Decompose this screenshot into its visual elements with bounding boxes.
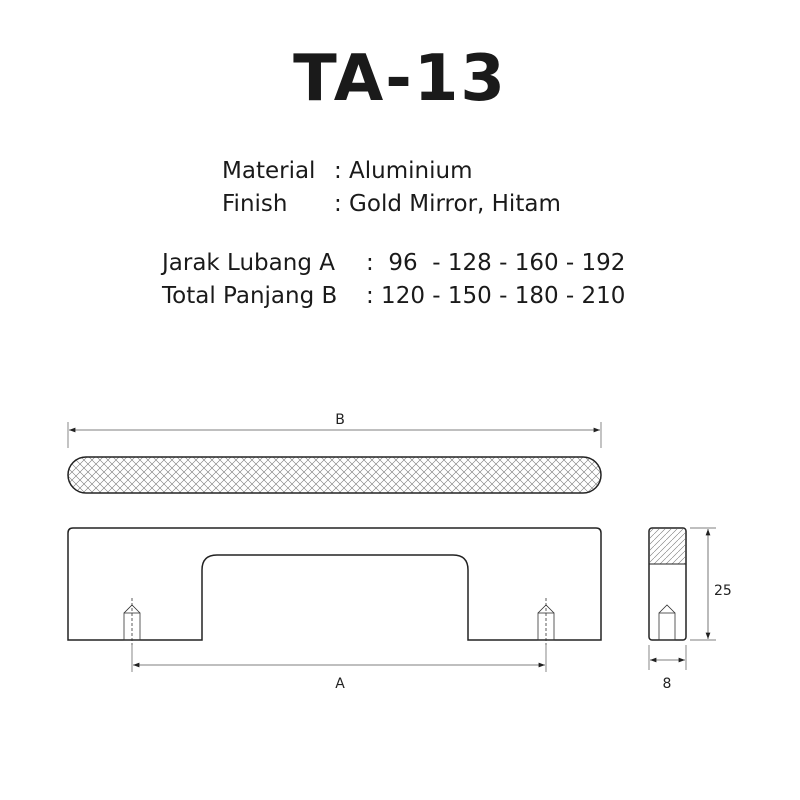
dimension-width-label: 8 — [663, 676, 672, 692]
dimension-width: 8 — [648, 645, 687, 692]
hole-distance-values: : 96 - 128 - 160 - 192 — [366, 250, 626, 276]
dimension-b-label: B — [335, 412, 345, 428]
dimension-b: B — [67, 412, 602, 448]
handle-top-view — [67, 456, 602, 494]
total-length-label: Total Panjang B — [162, 283, 338, 309]
screw-hole-left — [123, 598, 141, 645]
dimension-height-label: 25 — [714, 583, 732, 599]
total-length-values: : 120 - 150 - 180 - 210 — [366, 283, 626, 309]
material-value: : Aluminium — [334, 158, 473, 184]
finish-label: Finish — [222, 191, 288, 217]
dimension-a-label: A — [335, 676, 345, 692]
dimension-height: 25 — [690, 527, 732, 641]
hole-distance-label: Jarak Lubang A — [162, 250, 335, 276]
handle-side-view — [648, 527, 687, 641]
dimension-a: A — [131, 645, 547, 692]
material-label: Material — [222, 158, 316, 184]
product-title: TA-13 — [293, 42, 507, 116]
handle-front-view — [67, 527, 602, 641]
finish-value: : Gold Mirror, Hitam — [334, 191, 561, 217]
screw-hole-right — [537, 598, 555, 645]
